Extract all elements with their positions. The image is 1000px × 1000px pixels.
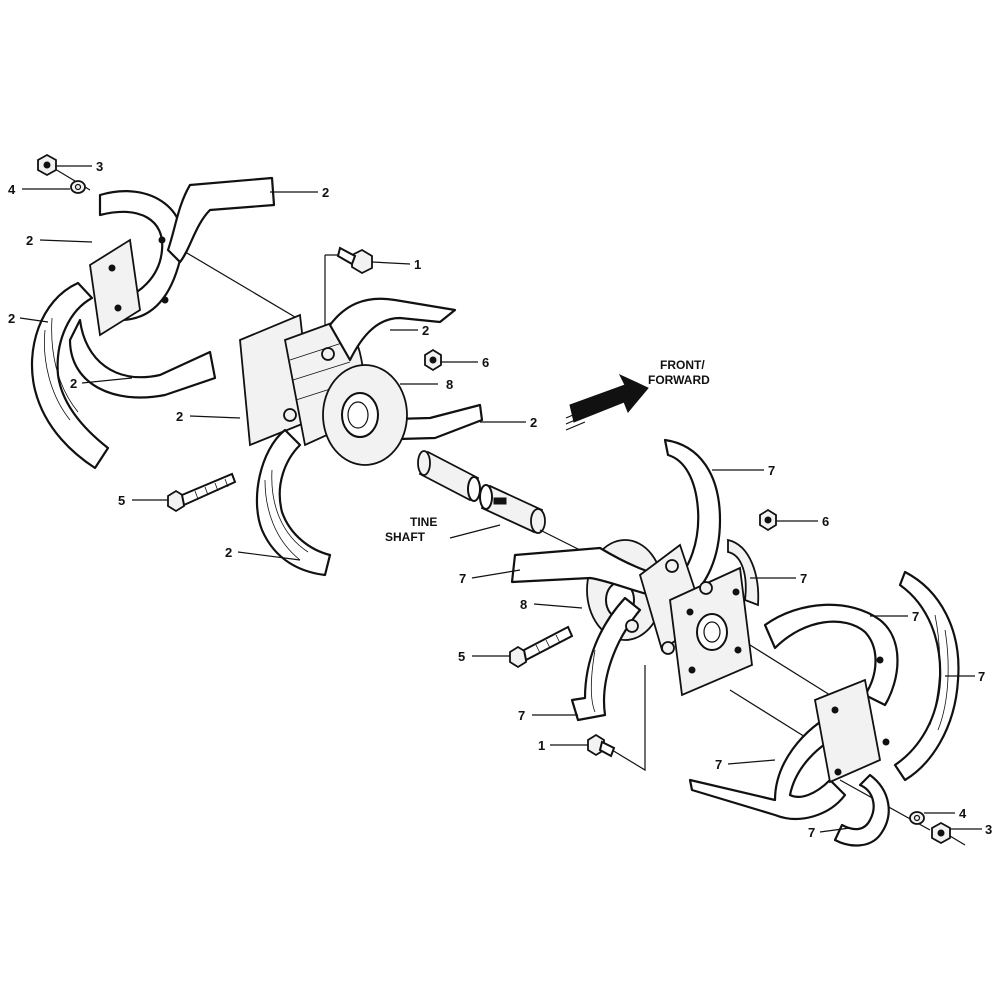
right-hub-rear-tine (727, 538, 760, 607)
callout-7: 7 (715, 757, 722, 772)
right-outer-tine-right (893, 570, 960, 782)
callout-8: 8 (520, 597, 527, 612)
callout-2: 2 (176, 409, 183, 424)
tine-outer-left (30, 281, 110, 470)
bolt-head-icon (351, 248, 373, 275)
right-outer-tine-lower-left (688, 708, 852, 820)
callout-4: 4 (959, 806, 967, 821)
long-bolt-shank (180, 472, 237, 507)
axis-line (164, 239, 301, 321)
callout-2: 2 (26, 233, 33, 248)
callout-6: 6 (482, 355, 489, 370)
callout-2: 2 (70, 376, 77, 391)
outer-mount-plate (89, 238, 141, 337)
callout-2: 2 (322, 185, 329, 200)
callout-2: 2 (225, 545, 232, 560)
callout-5: 5 (458, 649, 465, 664)
right-outer-mount-plate (813, 678, 882, 784)
callout-1: 1 (538, 738, 545, 753)
axis-line (749, 644, 831, 696)
bolt-shank (598, 740, 616, 758)
callout-7: 7 (459, 571, 466, 586)
long-bolt-head-icon (509, 645, 527, 669)
callout-5: 5 (118, 493, 125, 508)
callout-1: 1 (414, 257, 421, 272)
callout-7: 7 (808, 825, 815, 840)
tine-shaft (417, 450, 591, 556)
axis-line (729, 689, 811, 741)
callout-7: 7 (978, 669, 985, 684)
callout-8: 8 (446, 377, 453, 392)
leader-lines (19, 165, 982, 833)
callout-3: 3 (96, 159, 103, 174)
tine-outer-lower (68, 318, 217, 399)
right-hardware (509, 508, 951, 845)
right-outer-tine-top (763, 603, 899, 707)
callout-7: 7 (518, 708, 525, 723)
right-hub-tine-bottom (570, 596, 642, 722)
captions: FRONT/ FORWARD TINE SHAFT (385, 358, 710, 544)
lock-washer-icon (70, 180, 86, 194)
left-tine-assembly (30, 159, 484, 577)
tine-outer-upper (166, 176, 276, 264)
front-forward-arrow-icon (565, 373, 649, 431)
callout-2: 2 (8, 311, 15, 326)
callout-7: 7 (912, 609, 919, 624)
callout-labels: 3 4 2 2 2 2 1 2 6 8 2 2 5 2 7 6 7 7 8 7 … (8, 159, 992, 840)
lock-washer-icon (909, 811, 925, 825)
hub-tine-top (328, 297, 457, 362)
bolt-shank (336, 246, 357, 266)
right-outer-tine-bottom (833, 773, 890, 847)
callout-4: 4 (8, 182, 16, 197)
front-forward-label: FORWARD (648, 373, 710, 387)
bolt-guide-line (611, 665, 646, 772)
callout-3: 3 (985, 822, 992, 837)
right-tine-assembly (510, 438, 966, 847)
front-forward-label: FRONT/ (660, 358, 705, 372)
hub-tine-bottom (255, 428, 332, 577)
callout-7: 7 (768, 463, 775, 478)
callout-7: 7 (800, 571, 807, 586)
left-hardware (37, 153, 442, 513)
callout-6: 6 (822, 514, 829, 529)
long-bolt-head-icon (167, 489, 185, 513)
tine-shaft-label: TINE (410, 515, 437, 529)
callout-2: 2 (422, 323, 429, 338)
callout-2: 2 (530, 415, 537, 430)
tine-shaft-label: SHAFT (385, 530, 426, 544)
